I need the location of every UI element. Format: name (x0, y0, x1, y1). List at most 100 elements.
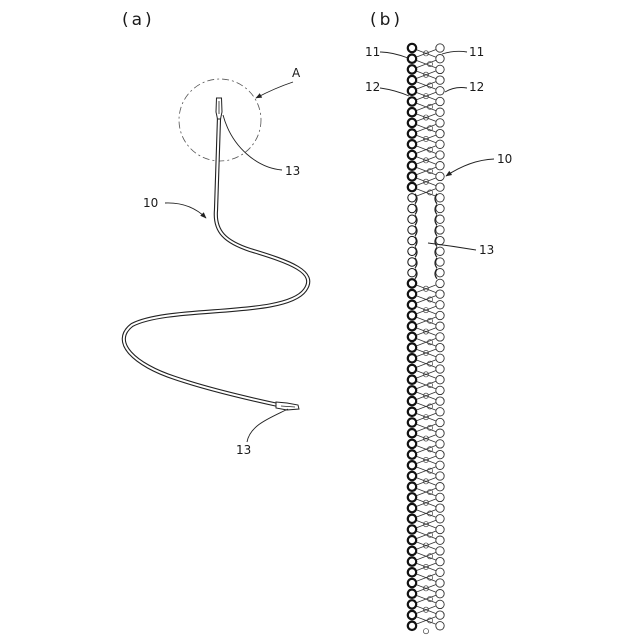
chain-loop-right (436, 547, 444, 555)
chain-loop-right (436, 386, 444, 394)
panel-a-label: (a) (122, 10, 155, 30)
chain-loop-right (436, 450, 444, 458)
chain-loop-left (408, 493, 416, 501)
chain-loop-left (408, 483, 416, 491)
chain-loop-right (436, 97, 444, 105)
chain-loop-left (408, 547, 416, 555)
chain-loop-right (436, 87, 444, 95)
chain-loop-left (408, 44, 416, 52)
chain-loop-left (408, 279, 416, 287)
link-leader-right (445, 88, 467, 93)
tip-bottom-leader (247, 409, 288, 442)
chain-loop-right (436, 172, 444, 180)
chain-loop-left (408, 172, 416, 180)
chain-loop-right (436, 525, 444, 533)
chain-loop-right (436, 279, 444, 287)
chain-loop-right (436, 215, 444, 223)
chain-loop-left (408, 258, 416, 266)
chain-loop-left (408, 162, 416, 170)
chain-loop-right (436, 354, 444, 362)
chain-loop-left (408, 408, 416, 416)
chain-loop-right (436, 461, 444, 469)
chain-loop-left (408, 525, 416, 533)
wire-label: 10 (143, 196, 158, 210)
chain-loop-left (408, 450, 416, 458)
loop-label-right: 11 (469, 45, 484, 59)
chain-loop-right (436, 151, 444, 159)
chain-loop-right (436, 333, 444, 341)
chain-loop-right (436, 301, 444, 309)
loop-leader-left (380, 52, 408, 58)
chain-loop-inner (423, 629, 428, 634)
chain-loop-right (436, 557, 444, 565)
chain-loop-right (436, 493, 444, 501)
chain-loop-left (408, 183, 416, 191)
chain-loop-right (436, 140, 444, 148)
chain-loop-right (436, 365, 444, 373)
chain-loop-left (408, 590, 416, 598)
chain-loop-right (436, 76, 444, 84)
chain-loop-left (408, 140, 416, 148)
loop-label-left: 11 (365, 45, 380, 59)
detail-label-a: A (292, 66, 301, 80)
chain-loop-left (408, 557, 416, 565)
chain-loop-left (408, 87, 416, 95)
chain-loop-left (408, 76, 416, 84)
chain-loop-left (408, 397, 416, 405)
chain-loop-left (408, 301, 416, 309)
chain-loop-right (436, 108, 444, 116)
chain-loop-right (436, 129, 444, 137)
chain-loop-left (408, 129, 416, 137)
chain-loop-right (436, 65, 444, 73)
chain-loop-left (408, 568, 416, 576)
tip-bottom-label: 13 (236, 443, 251, 457)
detail-arrow (256, 82, 293, 98)
link-label-right: 12 (469, 80, 484, 94)
chain-loop-left (408, 461, 416, 469)
chain-loop-right (436, 622, 444, 630)
chain-loop-left (408, 333, 416, 341)
chain-loop-left (408, 226, 416, 234)
chain-loop-left (408, 311, 416, 319)
chain-loop-right (436, 55, 444, 63)
chain-loop-right (436, 44, 444, 52)
wire (124, 118, 308, 405)
chain-loop-left (408, 611, 416, 619)
chain-loop-right (436, 269, 444, 277)
chain-loop-left (408, 429, 416, 437)
chain-loop-right (436, 343, 444, 351)
chain-loop-right (436, 322, 444, 330)
link-leader-left (380, 88, 409, 96)
chain-loop-right (436, 515, 444, 523)
chain-loop-right (436, 397, 444, 405)
chain-loop-right (436, 536, 444, 544)
gap-label: 13 (479, 243, 494, 257)
chain-loop-left (408, 322, 416, 330)
chain-loop-right (436, 290, 444, 298)
chain-loop-left (408, 472, 416, 480)
chain-loop-right (436, 119, 444, 127)
chain-loop-right (436, 311, 444, 319)
chain-loop-left (408, 504, 416, 512)
tip-top-label: 13 (285, 164, 300, 178)
chain-loop-left (408, 247, 416, 255)
chain-loop-left (408, 236, 416, 244)
chain-loop-left (408, 515, 416, 523)
chain-loop-right (436, 579, 444, 587)
chain-loop-right (436, 590, 444, 598)
link-label-left: 12 (365, 80, 380, 94)
chain-loop-left (408, 269, 416, 277)
chain-loop-left (408, 418, 416, 426)
wire-arrow (165, 203, 206, 218)
chain-loop-right (436, 204, 444, 212)
chain-loop-left (408, 97, 416, 105)
loop-leader-right (442, 51, 467, 54)
chain-label: 10 (497, 152, 512, 166)
chain-loop-right (436, 226, 444, 234)
chain-loop-right (436, 376, 444, 384)
chain-loop-right (436, 600, 444, 608)
chain-loop-right (436, 440, 444, 448)
wire-tip-top (216, 98, 222, 119)
chain-loop-left (408, 600, 416, 608)
